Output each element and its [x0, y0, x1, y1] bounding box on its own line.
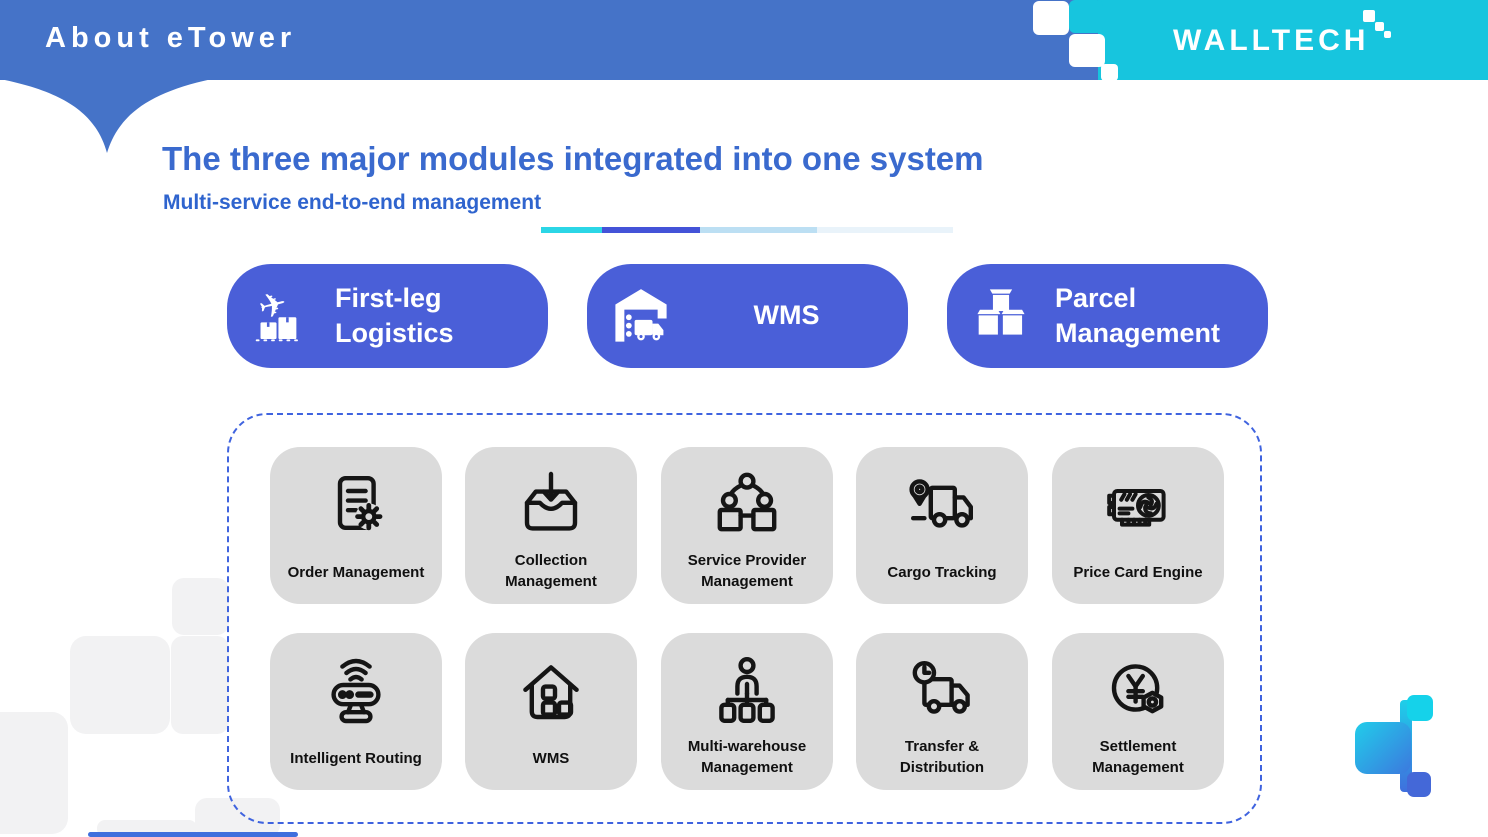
module-label: First-leg Logistics: [335, 282, 454, 348]
module-button-parcel-management: Parcel Management: [947, 264, 1268, 368]
network-nodes-icon: [707, 461, 787, 550]
bottom-blue-bar-decoration: [88, 832, 298, 837]
airplane-cargo-icon: ✈: [227, 284, 335, 348]
feature-card-multi-warehouse-management: Multi-warehouse Management: [661, 633, 833, 790]
header-step-square: [1069, 34, 1105, 67]
router-wifi-icon: [316, 647, 396, 739]
module-button-first-leg-logistics: ✈ First-leg Logistics: [227, 264, 548, 368]
page-title: The three major modules integrated into …: [162, 140, 984, 177]
feature-label: Price Card Engine: [1073, 564, 1203, 581]
warehouse-truck-icon: [587, 284, 695, 348]
page-subtitle: Multi-service end-to-end management: [163, 191, 542, 214]
segment-pale: [817, 227, 953, 233]
feature-label: Order Management: [287, 564, 425, 581]
accent-segment-bar: [541, 227, 953, 233]
yen-coin-badge-icon: [1098, 647, 1178, 736]
price-card-icon: [1098, 461, 1178, 553]
logo-pixel-icon: [1375, 22, 1384, 31]
feature-card-transfer-distribution: Transfer & Distribution: [856, 633, 1028, 790]
slide-section-title: About eTower: [45, 22, 297, 54]
feature-card-wms: WMS: [465, 633, 637, 790]
truck-pin-icon: [902, 461, 982, 553]
logo-mark-bottom-square: [1407, 772, 1431, 797]
module-label: WMS: [753, 300, 820, 331]
feature-card-intelligent-routing: Intelligent Routing: [270, 633, 442, 790]
bg-square-decoration: [0, 712, 68, 834]
parcel-boxes-icon: [947, 285, 1055, 347]
inbox-arrow-icon: [511, 461, 591, 550]
feature-card-service-provider-management: Service Provider Management: [661, 447, 833, 604]
org-chart-person-icon: [707, 647, 787, 736]
feature-label: Cargo Tracking: [887, 564, 997, 581]
feature-label: Multi-warehouse Management: [687, 738, 807, 776]
logo-pixel-icon: [1384, 31, 1391, 38]
logo-mark-big-square: [1355, 722, 1411, 774]
feature-card-price-card-engine: Price Card Engine: [1052, 447, 1224, 604]
header-drip-shape: [0, 79, 212, 153]
header-step-square: [1069, 0, 1103, 33]
logo-pixel-icon: [1363, 10, 1375, 22]
feature-card-cargo-tracking: Cargo Tracking: [856, 447, 1028, 604]
segment-indigo: [602, 227, 700, 233]
segment-lightblue: [700, 227, 817, 233]
walltech-logo-mark: [1355, 695, 1437, 800]
feature-label: Service Provider Management: [687, 552, 807, 590]
feature-label: Transfer & Distribution: [899, 738, 985, 776]
module-label: Parcel Management: [1055, 282, 1221, 348]
feature-label: Intelligent Routing: [290, 750, 422, 767]
walltech-logo: WALLTECH: [1173, 24, 1370, 57]
bg-square-decoration: [70, 636, 170, 734]
feature-card-collection-management: Collection Management: [465, 447, 637, 604]
feature-card-settlement-management: Settlement Management: [1052, 633, 1224, 790]
header-blue-band: [0, 0, 1098, 80]
segment-cyan: [541, 227, 602, 233]
bg-square-decoration: [171, 636, 229, 734]
feature-label: WMS: [532, 750, 570, 767]
warehouse-house-icon: [511, 647, 591, 739]
logo-mark-top-square: [1407, 695, 1433, 721]
feature-label: Settlement Management: [1092, 738, 1184, 776]
truck-clock-icon: [902, 647, 982, 736]
features-container: [227, 413, 1262, 824]
bg-square-decoration: [172, 578, 229, 635]
feature-card-order-management: Order Management: [270, 447, 442, 604]
header-cyan-band: [1050, 0, 1488, 80]
feature-label: Collection Management: [505, 552, 597, 590]
header-step-square: [1033, 1, 1069, 35]
header-step-square: [1101, 64, 1118, 81]
document-gear-icon: [316, 461, 396, 553]
module-button-wms: WMS: [587, 264, 908, 368]
